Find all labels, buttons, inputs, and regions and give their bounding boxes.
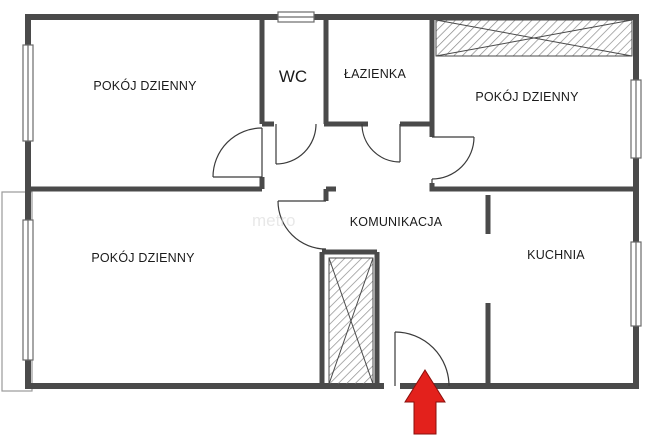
- room-label-bathroom: ŁAZIENKA: [344, 67, 406, 81]
- window-icon: [277, 11, 315, 23]
- doors: [212, 123, 475, 387]
- window-icon: [22, 44, 34, 142]
- room-label-living-bottom-left: POKÓJ DZIENNY: [91, 250, 195, 265]
- windows: [22, 11, 642, 361]
- room-label-corridor: KOMUNIKACJA: [350, 215, 443, 229]
- exterior-walls: [25, 14, 639, 389]
- door-swing-icon: [212, 127, 263, 178]
- window-icon: [630, 241, 642, 327]
- room-label-wc: WC: [279, 67, 307, 86]
- door-swing-icon: [361, 123, 401, 163]
- shaft-center: [328, 257, 374, 385]
- door-swing-icon: [277, 200, 327, 250]
- room-label-kitchen: KUCHNIA: [527, 248, 585, 262]
- interior-walls: [28, 17, 636, 386]
- hatched-shafts: [328, 19, 633, 385]
- window-icon: [630, 79, 642, 159]
- door-swing-icon: [275, 123, 317, 165]
- watermark: metro: [252, 211, 295, 230]
- door-swing-icon: [394, 331, 450, 387]
- room-label-living-top-left: POKÓJ DZIENNY: [93, 78, 197, 93]
- window-icon: [22, 219, 34, 361]
- shaft-top-right: [435, 19, 633, 57]
- door-swing-icon: [431, 136, 475, 183]
- room-labels: POKÓJ DZIENNY WC ŁAZIENKA POKÓJ DZIENNY …: [91, 67, 585, 265]
- entrance-arrow-icon: [404, 369, 446, 435]
- room-label-living-top-right: POKÓJ DZIENNY: [475, 89, 579, 104]
